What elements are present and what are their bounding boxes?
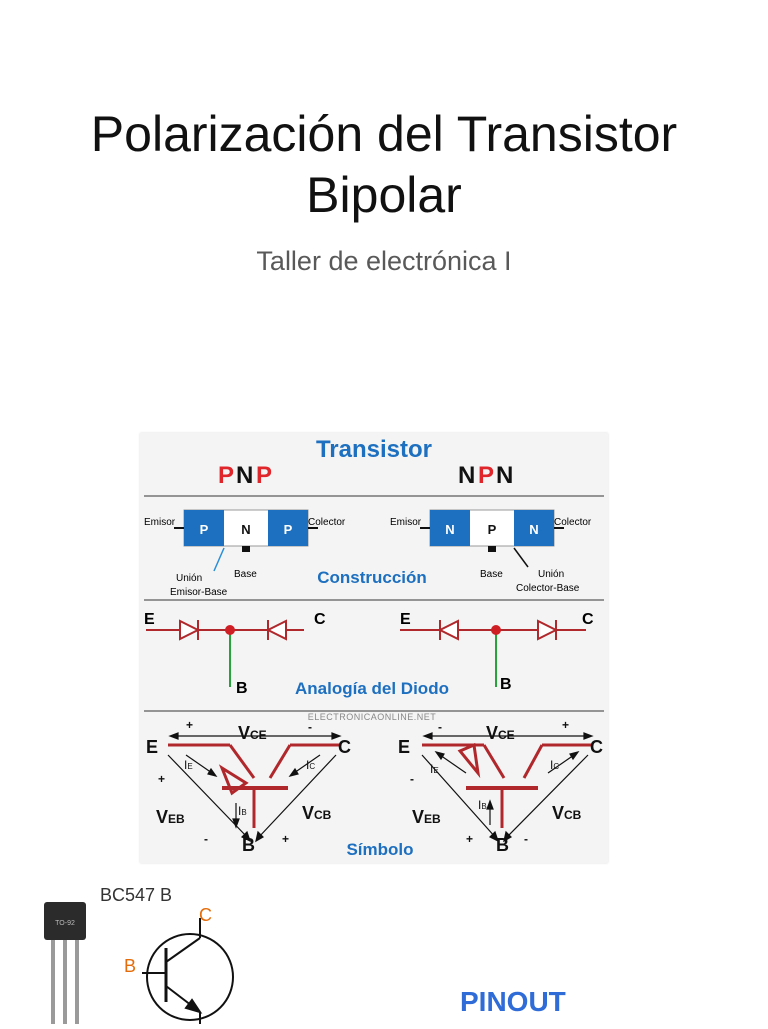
npn-union-label: Unión bbox=[538, 569, 564, 580]
npn-emisor-label: Emisor bbox=[390, 517, 422, 528]
title-line-2: Bipolar bbox=[306, 167, 462, 223]
svg-text:VEB: VEB bbox=[412, 807, 441, 827]
svg-text:N: N bbox=[236, 462, 253, 489]
svg-text:P: P bbox=[284, 522, 293, 537]
npn-diode-b: B bbox=[500, 676, 512, 693]
diode-analogy-caption: Analogía del Diodo bbox=[295, 679, 449, 698]
npn-symbol-labels: E C B VCE VEB VCB IE IC IB - + - + - bbox=[398, 718, 603, 855]
npn-diode-e: E bbox=[400, 611, 411, 628]
svg-text:+: + bbox=[466, 832, 473, 846]
diagram-heading: Transistor bbox=[316, 436, 432, 463]
svg-text:N: N bbox=[529, 522, 538, 537]
pnp-union-label: Unión bbox=[176, 573, 202, 584]
npn-schematic-icon bbox=[142, 918, 234, 1024]
pinout-label: PINOUT bbox=[460, 986, 566, 1017]
svg-text:VCB: VCB bbox=[302, 803, 332, 823]
npn-colector-label: Colector bbox=[554, 517, 592, 528]
svg-text:+: + bbox=[282, 832, 289, 846]
npn-symbol bbox=[422, 742, 592, 828]
svg-text:C: C bbox=[338, 737, 351, 757]
svg-text:IC: IC bbox=[306, 758, 315, 772]
pin-b-label: B bbox=[124, 956, 136, 976]
svg-text:VEB: VEB bbox=[156, 807, 185, 827]
npn-base-label: Base bbox=[480, 569, 503, 580]
svg-text:-: - bbox=[410, 772, 414, 786]
package-mark: TO-92 bbox=[55, 920, 75, 927]
pnp-emisor-label: Emisor bbox=[144, 517, 176, 528]
svg-text:IB: IB bbox=[478, 798, 487, 812]
part-number: BC547 B bbox=[100, 885, 172, 905]
svg-text:+: + bbox=[158, 772, 165, 786]
to92-package-icon: TO-92 bbox=[44, 902, 86, 1024]
svg-text:+: + bbox=[186, 718, 193, 732]
slide-title: Polarización del Transistor Bipolar bbox=[0, 104, 768, 226]
svg-text:-: - bbox=[524, 832, 528, 846]
svg-text:P: P bbox=[218, 462, 234, 489]
npn-construction-block: N P N bbox=[420, 509, 564, 568]
pnp-construction-block: P N P bbox=[174, 509, 318, 572]
pnp-diode-b: B bbox=[236, 680, 248, 697]
svg-text:VCB: VCB bbox=[552, 803, 582, 823]
svg-text:N: N bbox=[496, 462, 513, 489]
svg-text:N: N bbox=[241, 522, 250, 537]
npn-label: N P N bbox=[458, 462, 513, 489]
construction-caption: Construcción bbox=[317, 568, 427, 587]
svg-text:B: B bbox=[496, 835, 509, 855]
transistor-diagram-image: Transistor P N P N P N P N P Emisor Cole… bbox=[140, 433, 608, 863]
svg-text:E: E bbox=[146, 737, 158, 757]
pnp-diode-e: E bbox=[144, 611, 155, 628]
pnp-diode-analogy bbox=[146, 619, 304, 687]
svg-text:N: N bbox=[445, 522, 454, 537]
bc547-pinout-figure: TO-92 BC547 B C B bbox=[38, 880, 258, 1024]
pnp-colector-label: Colector bbox=[308, 517, 346, 528]
pnp-symbol bbox=[168, 743, 340, 828]
svg-text:P: P bbox=[488, 522, 497, 537]
svg-text:IE: IE bbox=[184, 758, 193, 772]
npn-diode-c: C bbox=[582, 611, 594, 628]
pin-c-label: C bbox=[199, 905, 212, 925]
npn-union-sub-label: Colector-Base bbox=[516, 583, 580, 594]
svg-text:E: E bbox=[398, 737, 410, 757]
npn-diode-analogy bbox=[400, 619, 586, 687]
svg-text:IC: IC bbox=[550, 758, 559, 772]
svg-text:P: P bbox=[478, 462, 494, 489]
svg-text:N: N bbox=[458, 462, 475, 489]
svg-text:-: - bbox=[204, 832, 208, 846]
pnp-symbol-labels: E C B VCE VEB VCB IE IC IB + - + - + bbox=[146, 718, 351, 855]
npn-voltage-arrows bbox=[421, 732, 594, 843]
svg-text:-: - bbox=[308, 720, 312, 734]
title-line-1: Polarización del Transistor bbox=[90, 106, 678, 162]
svg-text:-: - bbox=[438, 720, 442, 734]
watermark: ELECTRONICAONLINE.NET bbox=[308, 712, 437, 722]
svg-text:VCE: VCE bbox=[238, 723, 267, 743]
svg-text:VCE: VCE bbox=[486, 723, 515, 743]
pnp-label: P N P bbox=[218, 462, 272, 489]
pnp-voltage-arrows bbox=[167, 732, 342, 843]
pnp-base-label: Base bbox=[234, 569, 257, 580]
svg-text:+: + bbox=[562, 718, 569, 732]
svg-text:P: P bbox=[256, 462, 272, 489]
svg-text:P: P bbox=[200, 522, 209, 537]
svg-text:C: C bbox=[590, 737, 603, 757]
pnp-diode-c: C bbox=[314, 611, 326, 628]
svg-text:IE: IE bbox=[430, 762, 439, 776]
slide-subtitle: Taller de electrónica I bbox=[256, 246, 512, 276]
pnp-union-sub-label: Emisor-Base bbox=[170, 587, 228, 598]
symbol-caption: Símbolo bbox=[346, 840, 413, 859]
svg-text:IB: IB bbox=[238, 804, 247, 818]
svg-text:B: B bbox=[242, 835, 255, 855]
